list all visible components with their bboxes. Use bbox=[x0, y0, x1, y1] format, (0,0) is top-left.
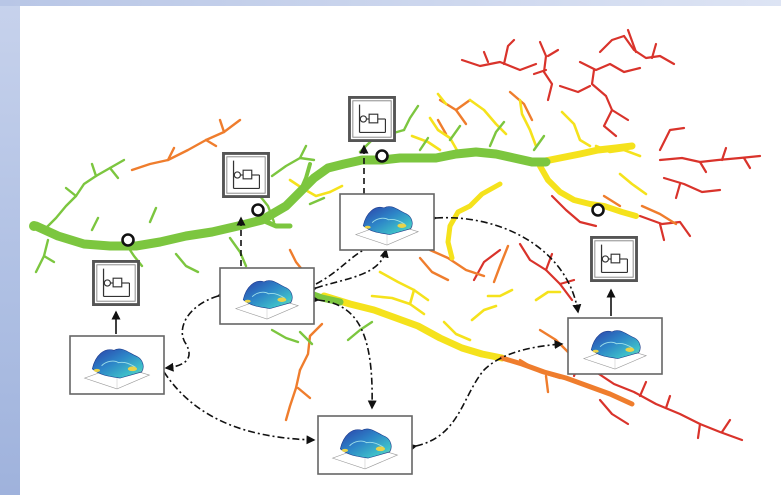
circle-icon bbox=[591, 203, 605, 217]
model-link-arrow bbox=[164, 289, 227, 372]
model-link-arrow bbox=[407, 340, 564, 453]
model-link-arrow bbox=[156, 363, 316, 445]
top-decor-band bbox=[0, 0, 781, 6]
connection-arrows bbox=[111, 144, 616, 453]
red-tributaries bbox=[460, 28, 762, 442]
model-link-arrow bbox=[310, 294, 377, 410]
model-panel bbox=[567, 317, 663, 375]
model-panels bbox=[69, 193, 663, 475]
controller-block-icon bbox=[92, 260, 140, 306]
sensor-markers bbox=[121, 149, 605, 247]
river-network bbox=[29, 28, 762, 442]
model-panel bbox=[219, 267, 315, 325]
circle-icon bbox=[121, 233, 135, 247]
controller-block-icon bbox=[348, 96, 396, 142]
circle-icon bbox=[375, 149, 389, 163]
model-panel bbox=[317, 415, 413, 475]
model-panel bbox=[339, 193, 435, 251]
model-link-arrow bbox=[307, 248, 389, 295]
circle-icon bbox=[251, 203, 265, 217]
controller-block-icon bbox=[222, 152, 270, 198]
model-link-arrow bbox=[428, 213, 582, 314]
model-panel bbox=[69, 335, 165, 395]
left-decor-band bbox=[0, 0, 20, 495]
controller-block-icon bbox=[590, 236, 638, 282]
